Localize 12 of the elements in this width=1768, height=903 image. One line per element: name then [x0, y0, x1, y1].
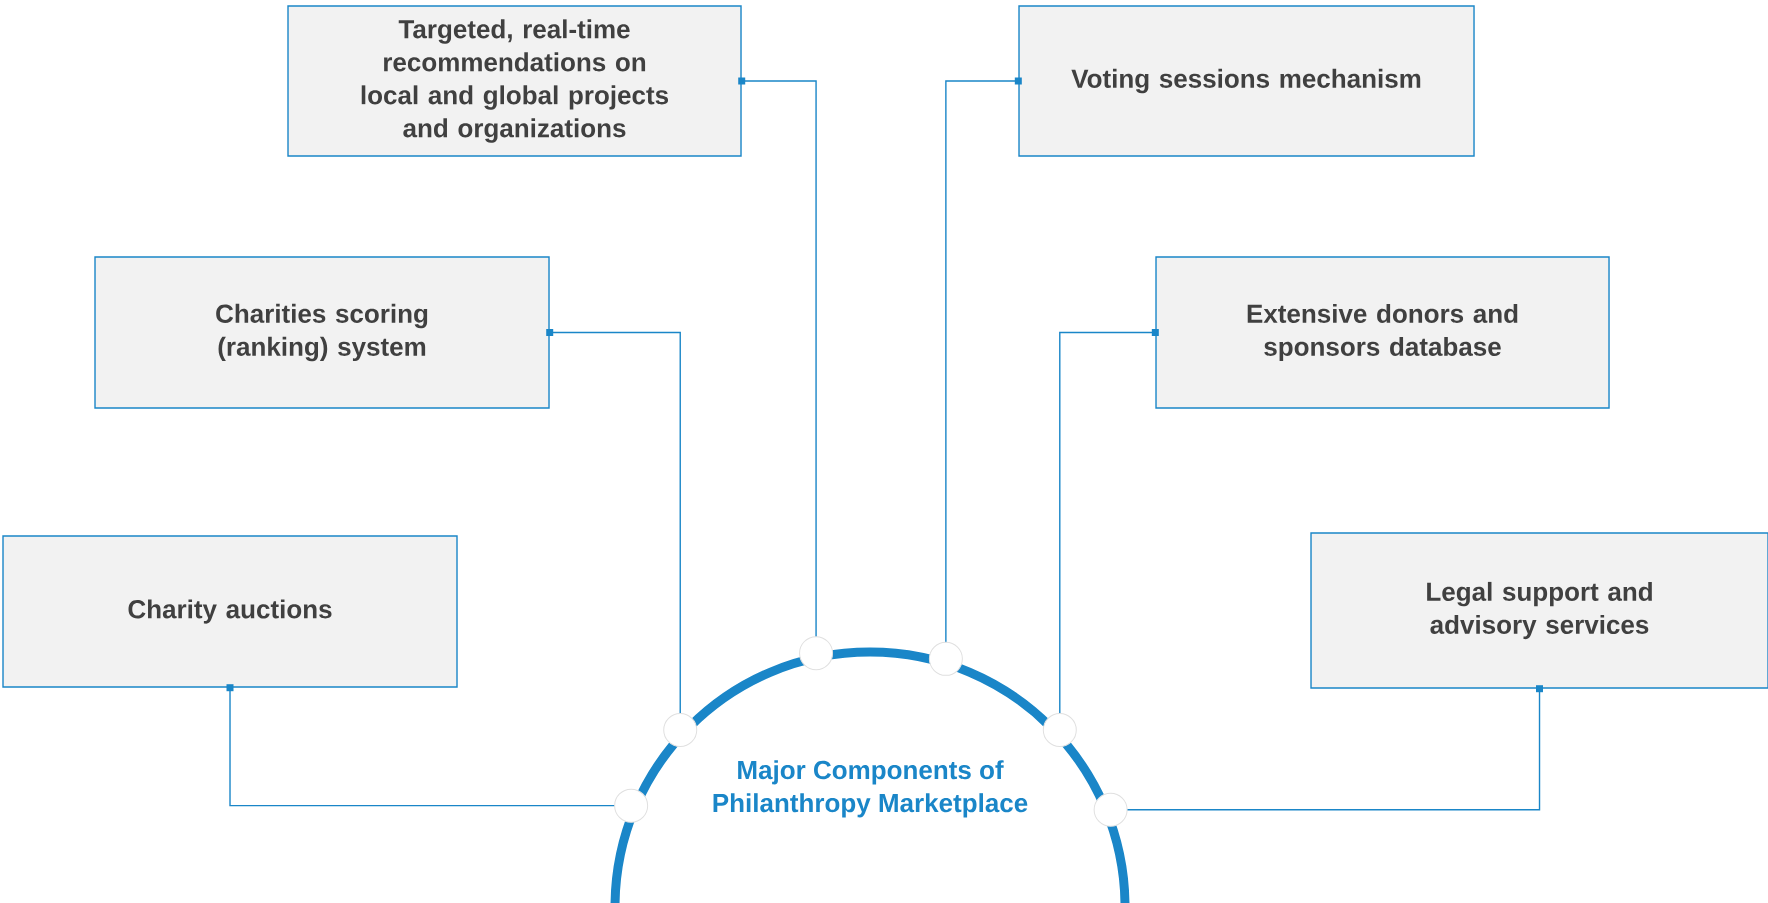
- component-box: Legal support and advisory services: [1310, 532, 1768, 689]
- connector: [546, 329, 698, 748]
- connector: [1093, 685, 1543, 827]
- connector: [738, 77, 834, 671]
- connector: [1042, 329, 1159, 748]
- component-box: Voting sessions mechanism: [1018, 5, 1475, 157]
- component-box: Charity auctions: [2, 535, 458, 688]
- component-box: Targeted, real-time recommendations on local and global projects and organizations: [287, 5, 742, 157]
- connector: [226, 684, 649, 823]
- component-box: Charities scoring (ranking) system: [94, 256, 550, 409]
- component-box: Extensive donors and sponsors database: [1155, 256, 1610, 409]
- connector: [928, 77, 1022, 676]
